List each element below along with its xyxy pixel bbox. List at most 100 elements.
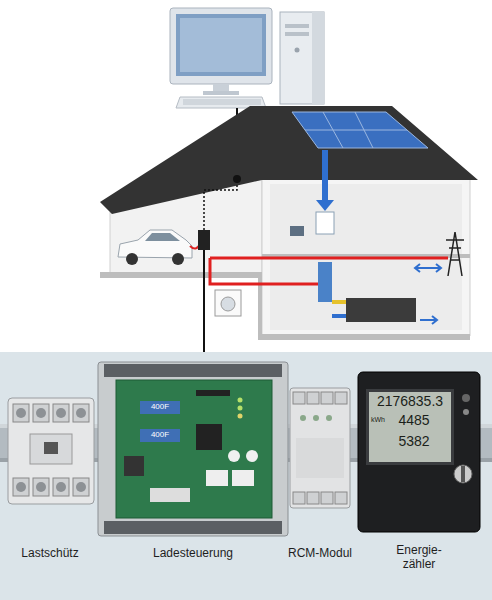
monitor-bezel xyxy=(170,8,272,84)
solar-panel xyxy=(292,112,428,148)
lcd-reading: 2176835.3 xyxy=(377,394,443,409)
keyboard-keys xyxy=(183,99,261,105)
ground-slab xyxy=(100,272,470,340)
pin-header xyxy=(196,390,230,396)
knob-slot xyxy=(461,466,465,482)
detail-panel xyxy=(0,352,492,600)
screen-glare xyxy=(180,18,262,72)
controller-housing xyxy=(98,362,288,536)
terminal xyxy=(321,492,333,504)
status-led xyxy=(326,415,332,421)
wallbox xyxy=(198,230,210,250)
circuit-board xyxy=(116,380,272,518)
terminal xyxy=(33,404,49,422)
lcd-display xyxy=(369,392,451,462)
front-label xyxy=(296,438,344,478)
junction-dot xyxy=(233,175,241,183)
terminal xyxy=(335,492,347,504)
capacitor-marking: 400F xyxy=(151,403,169,412)
exchange-arrow xyxy=(415,264,441,272)
seal-knob xyxy=(454,465,472,483)
cold-pipe xyxy=(332,314,346,318)
din-module: Ladesteuerung xyxy=(98,362,288,566)
monitor-screen xyxy=(176,14,266,76)
lcd-unit: kWh xyxy=(371,416,385,424)
screw xyxy=(36,408,46,418)
power-line xyxy=(210,258,318,284)
terminal xyxy=(33,478,49,496)
lcd-reading: 5382 xyxy=(398,434,429,449)
driver-chip xyxy=(124,456,144,476)
meter-housing xyxy=(358,372,480,532)
drive-slot xyxy=(285,24,309,28)
rcm-housing xyxy=(290,388,350,508)
meter-led xyxy=(463,409,469,415)
power-pylon xyxy=(446,232,464,276)
status-led xyxy=(238,414,243,419)
relay-can xyxy=(228,450,240,462)
terminal-strip xyxy=(104,364,282,377)
actuator xyxy=(44,442,58,454)
terminal xyxy=(73,478,89,496)
car-window xyxy=(145,233,180,241)
control-cable xyxy=(203,250,205,354)
drive-slot xyxy=(285,32,309,36)
appliance-door xyxy=(221,297,235,311)
capacitor-marking: 400F xyxy=(151,431,169,440)
display-bezel xyxy=(366,389,454,465)
screw xyxy=(56,408,66,418)
power-line xyxy=(210,257,448,260)
terminal xyxy=(335,392,347,404)
tower-side xyxy=(312,12,324,104)
contactor-housing xyxy=(8,398,94,504)
flow-arrow xyxy=(316,200,334,211)
contactor-window xyxy=(30,434,72,464)
solar-pipe xyxy=(322,150,328,202)
din-module: Lastschütz xyxy=(4,395,96,566)
terminal xyxy=(307,492,319,504)
car-wheel xyxy=(172,253,184,265)
terminal-strip xyxy=(104,521,282,534)
flow-arrow xyxy=(420,316,437,324)
device-caption: Ladesteuerung xyxy=(153,546,233,560)
monitor-base xyxy=(203,91,239,95)
screw xyxy=(36,482,46,492)
meter-button xyxy=(462,394,470,402)
roof xyxy=(100,106,478,214)
relay-module xyxy=(206,470,228,486)
car-wheel xyxy=(126,253,138,265)
heat-pump xyxy=(346,298,416,322)
device-caption: Energie- zähler xyxy=(388,543,450,571)
data-line xyxy=(204,182,237,230)
warm-pipe xyxy=(332,300,346,304)
capacitor xyxy=(140,429,180,442)
pc-tower xyxy=(280,12,324,104)
status-led xyxy=(238,398,243,403)
inverter xyxy=(316,212,334,234)
status-led xyxy=(238,406,243,411)
status-led xyxy=(300,415,306,421)
room-screen xyxy=(290,226,304,236)
processor-chip xyxy=(196,424,222,450)
terminal xyxy=(293,492,305,504)
terminal xyxy=(321,392,333,404)
capacitor xyxy=(140,401,180,414)
status-led xyxy=(313,415,319,421)
storage-unit xyxy=(318,262,332,302)
relay-module xyxy=(232,470,254,486)
connector xyxy=(150,488,190,502)
screw xyxy=(16,482,26,492)
terminal xyxy=(73,404,89,422)
terminal xyxy=(13,478,29,496)
terminal xyxy=(53,404,69,422)
screw xyxy=(56,482,66,492)
screw xyxy=(76,408,86,418)
screw xyxy=(76,482,86,492)
terminal xyxy=(53,478,69,496)
lcd-reading: 4485 xyxy=(398,413,429,428)
din-module: RCM-Modul xyxy=(286,388,354,566)
relay-can xyxy=(246,450,258,462)
